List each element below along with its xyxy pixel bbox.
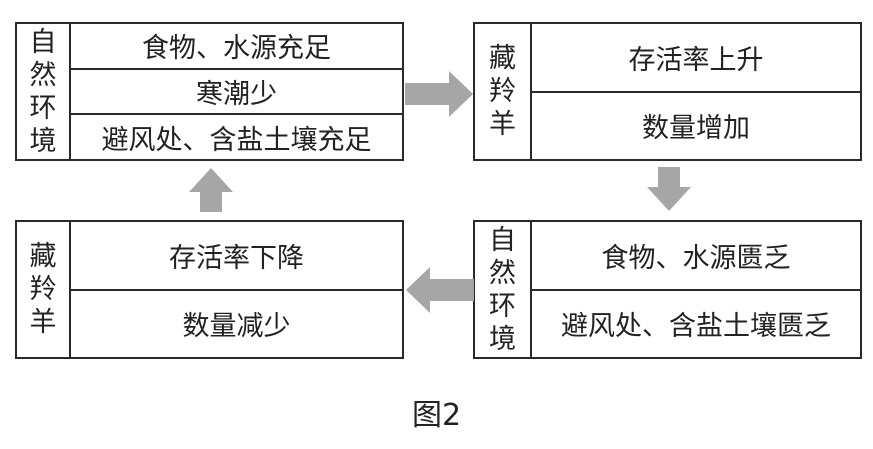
antelope-up-side-label: 藏羚羊 bbox=[475, 24, 532, 159]
env-bad-side-label: 自然环境 bbox=[475, 222, 532, 357]
env-bad-rows: 食物、水源匮乏 避风处、含盐土壤匮乏 bbox=[532, 222, 860, 357]
antelope-up-row-count: 数量增加 bbox=[532, 90, 860, 160]
env-good-row-food: 食物、水源充足 bbox=[142, 33, 331, 65]
antelope-up-row-survival: 存活率上升 bbox=[628, 44, 764, 76]
env-bad-box: 自然环境 食物、水源匮乏 避风处、含盐土壤匮乏 bbox=[473, 220, 862, 359]
antelope-down-box: 藏羚羊 存活率下降 数量减少 bbox=[15, 220, 404, 359]
arrow-left-icon bbox=[406, 267, 474, 313]
env-bad-row-food: 食物、水源匮乏 bbox=[601, 242, 791, 274]
antelope-up-box: 藏羚羊 存活率上升 数量增加 bbox=[473, 22, 862, 161]
figure-caption: 图2 bbox=[411, 398, 462, 433]
env-good-side-label: 自然环境 bbox=[17, 24, 71, 159]
env-good-row-shelter: 避风处、含盐土壤充足 bbox=[71, 113, 402, 159]
env-good-side-text: 自然环境 bbox=[29, 26, 57, 157]
arrow-down-icon bbox=[647, 167, 691, 211]
antelope-down-row-count: 数量减少 bbox=[71, 288, 402, 358]
env-good-rows: 食物、水源充足 寒潮少 避风处、含盐土壤充足 bbox=[71, 24, 402, 159]
antelope-down-row-survival: 存活率下降 bbox=[169, 242, 304, 274]
antelope-down-side-label: 藏羚羊 bbox=[17, 222, 71, 357]
env-bad-side-text: 自然环境 bbox=[489, 224, 516, 355]
env-bad-row-shelter: 避风处、含盐土壤匮乏 bbox=[532, 288, 860, 358]
arrow-up-icon bbox=[189, 168, 233, 212]
antelope-down-rows: 存活率下降 数量减少 bbox=[71, 222, 402, 357]
env-good-box: 自然环境 食物、水源充足 寒潮少 避风处、含盐土壤充足 bbox=[15, 22, 404, 161]
antelope-up-rows: 存活率上升 数量增加 bbox=[532, 24, 860, 159]
arrow-right-icon bbox=[405, 71, 473, 117]
env-good-row-cold: 寒潮少 bbox=[71, 67, 402, 114]
antelope-down-side-text: 藏羚羊 bbox=[29, 241, 57, 338]
antelope-up-side-text: 藏羚羊 bbox=[489, 43, 516, 140]
